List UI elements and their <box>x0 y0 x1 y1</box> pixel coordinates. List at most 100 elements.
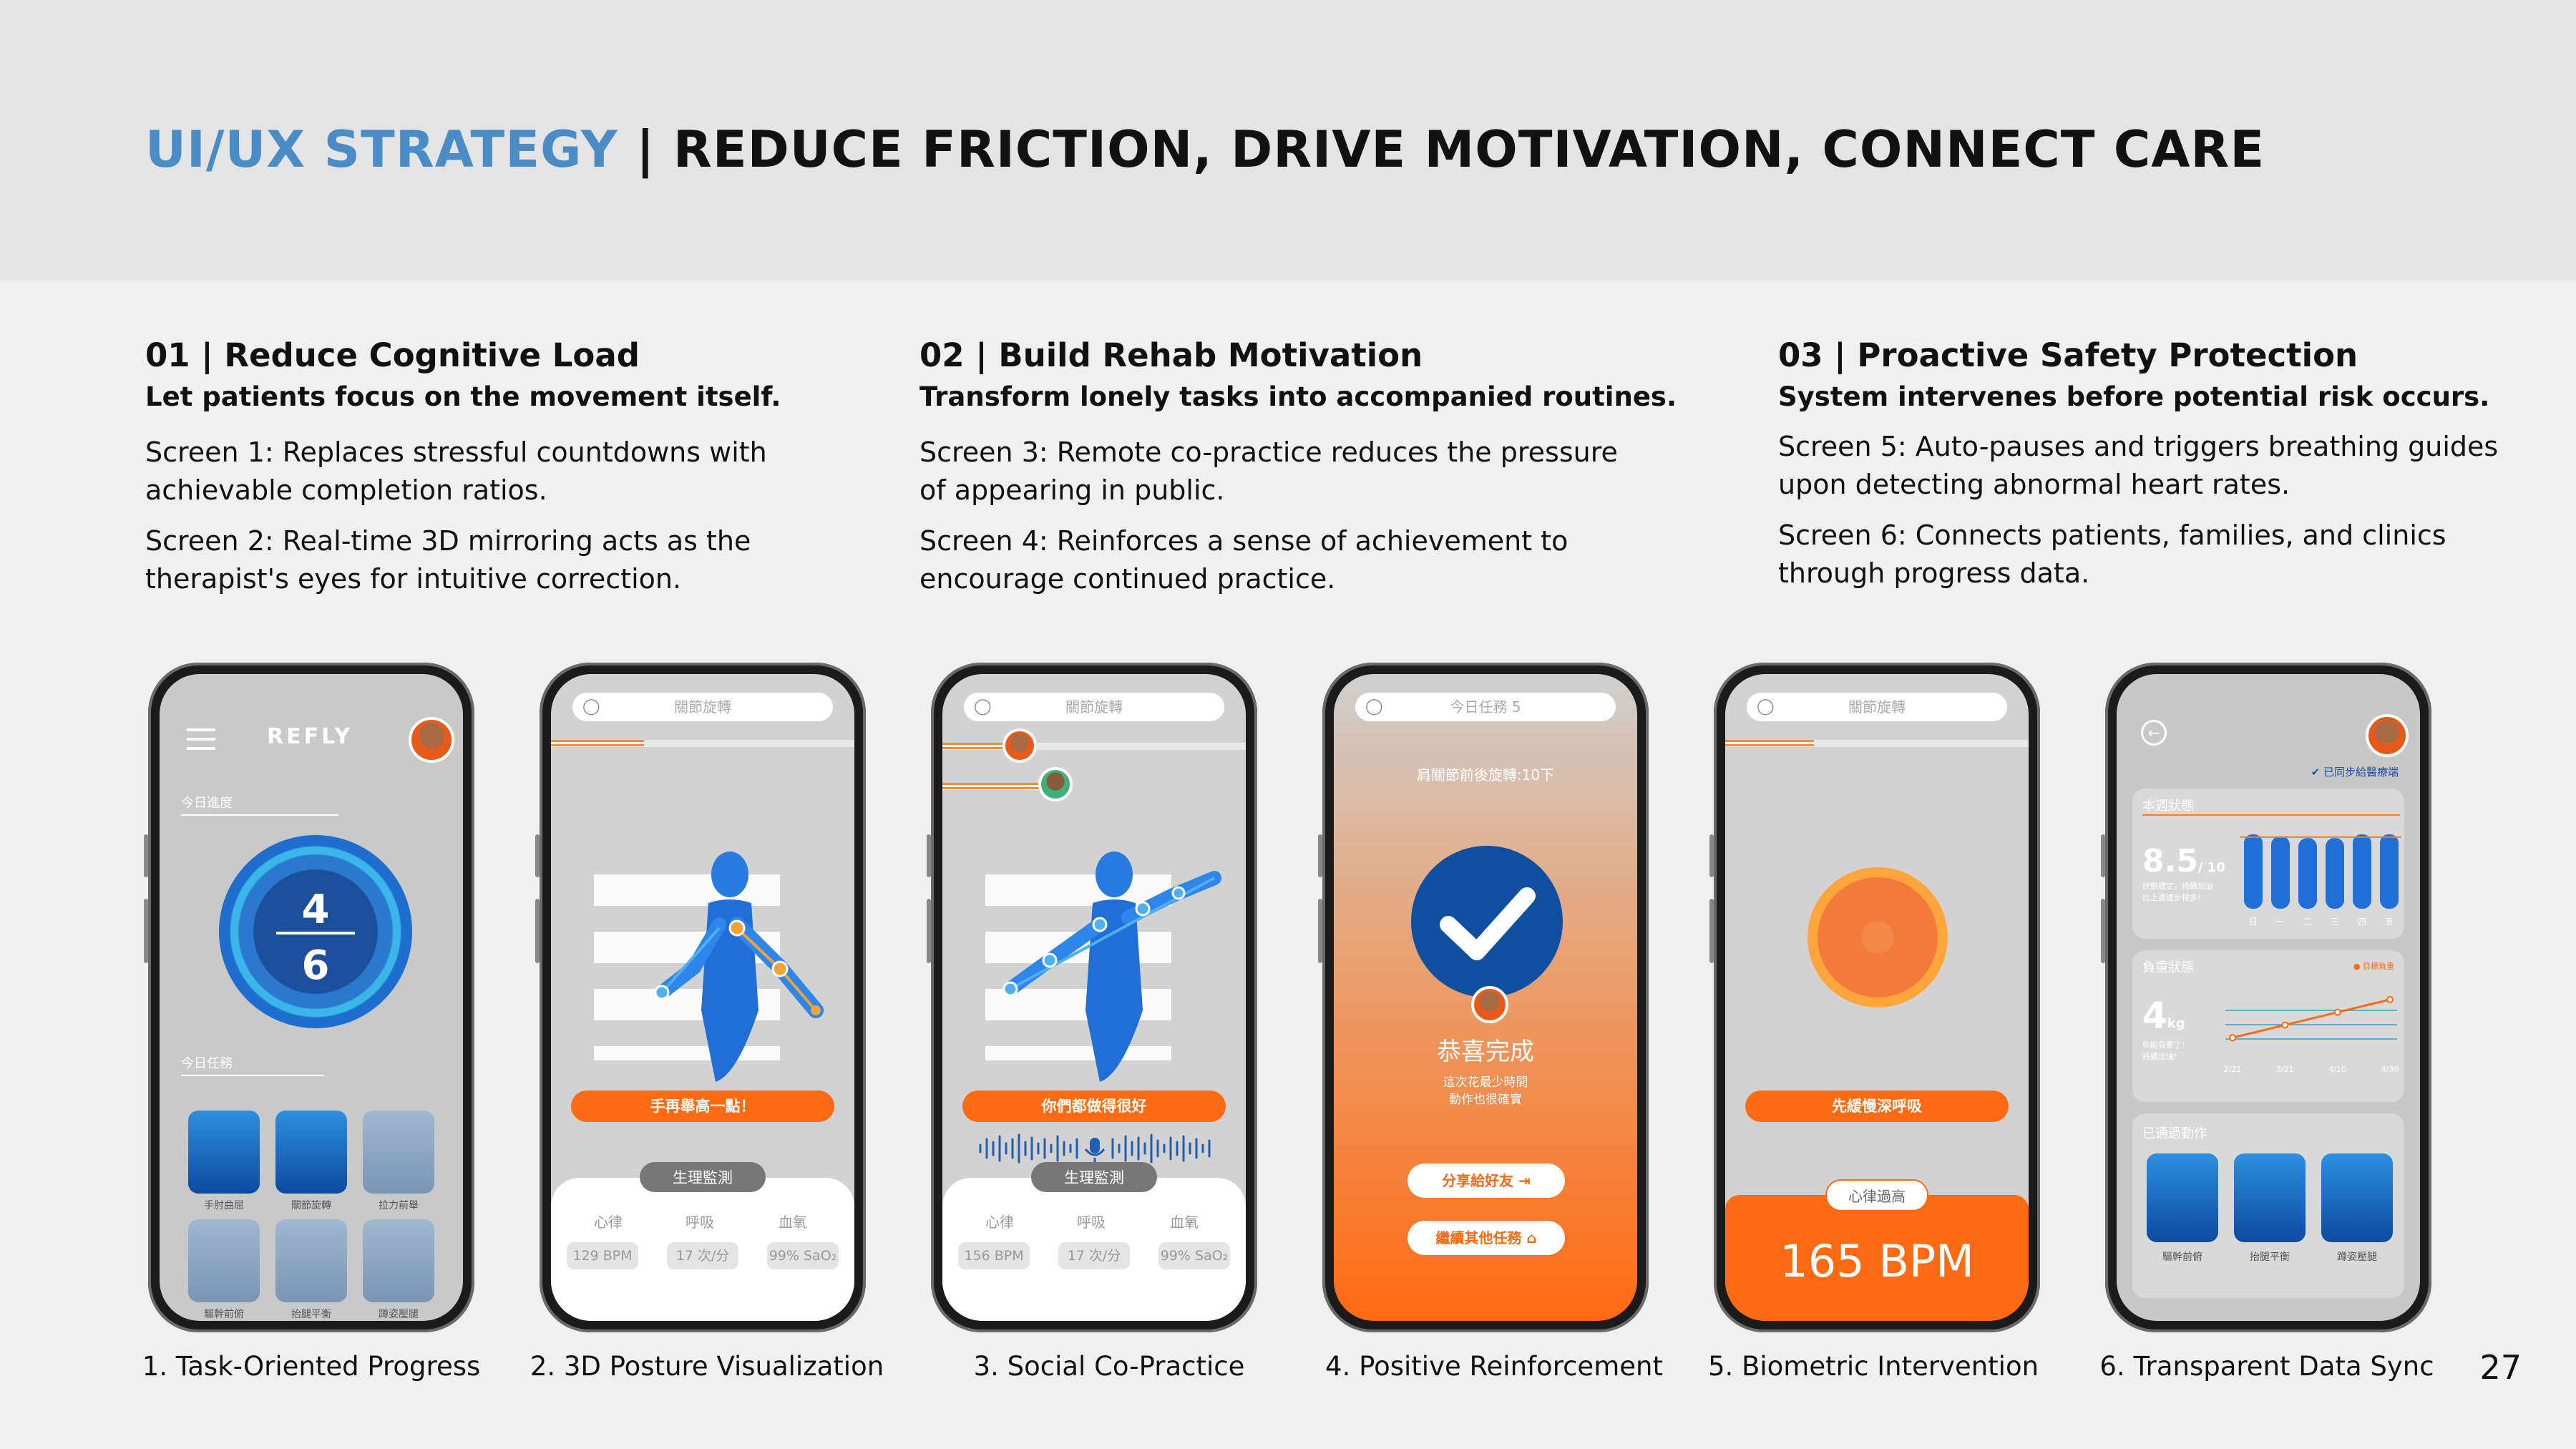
score-unit: / 10 <box>2197 860 2225 875</box>
screen-caption: 4. Positive Reinforcement <box>1325 1351 1663 1382</box>
avatar[interactable] <box>2366 714 2409 757</box>
load-date-label: 4/10 <box>2328 1065 2346 1074</box>
weekly-bar <box>2353 834 2371 909</box>
body-model <box>1002 852 1221 1082</box>
screen-reinforcement: ◯今日任務 5 肩關節前後旋轉:10下 恭喜完成 這次花最少時間 動作也很確實 … <box>1334 674 1637 1321</box>
vital-value: 17 次/分 <box>667 1242 738 1269</box>
screen-task-progress: REFLY 今日進度 4 6 今日任務 手肘曲屈 關節旋轉 拉力前舉 驅幹前俯 … <box>160 674 463 1321</box>
weekly-bar <box>2244 834 2263 909</box>
check-badge <box>1411 846 1563 997</box>
column-subheading: Let patients focus on the movement itsel… <box>145 381 781 412</box>
load-value: 4kg <box>2142 995 2185 1036</box>
column-paragraph: Screen 6: Connects patients, families, a… <box>1778 519 2446 589</box>
load-note: 你能負重了！ <box>2142 1040 2190 1050</box>
home-icon: ⌂ <box>1526 1229 1537 1246</box>
breathing-orb <box>1807 867 1948 1008</box>
vital-value: 129 BPM <box>567 1242 638 1269</box>
share-button[interactable]: 分享給好友 ⇥ <box>1407 1163 1565 1198</box>
screen-social: ◯關節旋轉 你們都做得很好 <box>942 674 1246 1321</box>
task-tile[interactable] <box>363 1219 434 1302</box>
body-model <box>654 852 824 1082</box>
completed-move-tile[interactable] <box>2234 1153 2306 1242</box>
back-icon[interactable]: ◯ <box>1365 698 1383 716</box>
avatar[interactable] <box>409 717 454 763</box>
vital-label: 血氧 <box>779 1214 807 1231</box>
back-icon[interactable]: ◯ <box>974 698 992 716</box>
task-tile[interactable] <box>188 1219 260 1302</box>
column-heading: 01 | Reduce Cognitive Load <box>145 336 640 374</box>
task-tile[interactable] <box>363 1111 434 1194</box>
vital-label: 血氧 <box>1170 1214 1199 1231</box>
task-tile[interactable] <box>275 1111 347 1194</box>
progress-ring: 4 6 <box>219 835 412 1028</box>
completed-move-label: 抬腿平衡 <box>2250 1252 2290 1263</box>
phone-positive-reinforcement: ◯今日任務 5 肩關節前後旋轉:10下 恭喜完成 這次花最少時間 動作也很確實 … <box>1318 663 1649 1332</box>
column-rehab-motivation: 02 | Build Rehab Motivation Transform lo… <box>919 336 1677 598</box>
vital-value: 156 BPM <box>958 1242 1030 1269</box>
score-value: 8.5 <box>2142 843 2198 879</box>
column-cognitive-load: 01 | Reduce Cognitive Load Let patients … <box>145 336 875 598</box>
column-paragraph: Screen 2: Real-time 3D mirroring acts as… <box>145 525 751 595</box>
load-unit: kg <box>2167 1016 2185 1031</box>
task-tile[interactable] <box>275 1219 347 1302</box>
menu-icon[interactable] <box>187 728 215 750</box>
screen-caption: 1. Task-Oriented Progress <box>142 1351 481 1382</box>
encourage-line: 這次花最少時間 <box>1443 1075 1528 1090</box>
load-date-label: 3/21 <box>2276 1065 2294 1074</box>
weekly-day-label: 四 <box>2358 917 2366 927</box>
column-subheading: Transform lonely tasks into accompanied … <box>919 381 1677 412</box>
title-accent: UI/UX STRATEGY <box>145 120 618 179</box>
weekly-bar <box>2271 836 2290 909</box>
column-paragraph: Screen 3: Remote co-practice reduces the… <box>919 436 1618 506</box>
tasks-label: 今日任務 <box>181 1056 233 1071</box>
task-label: 關節旋轉 <box>291 1200 331 1211</box>
heart-rate-value: 165 BPM <box>1780 1235 1974 1287</box>
load-number: 4 <box>2142 995 2167 1036</box>
voice-waveform <box>979 1133 1211 1163</box>
phone-biometric-intervention: ◯關節旋轉 先緩慢深呼吸 心律過高 165 BPM <box>1709 663 2040 1332</box>
check-icon <box>1440 887 1536 960</box>
weekly-bar-chart: 日一二三四五 <box>2240 834 2401 927</box>
load-point <box>2281 1021 2289 1029</box>
score-note: 比上週進步很多！ <box>2142 893 2205 902</box>
screen-caption: 6. Transparent Data Sync <box>2099 1351 2434 1382</box>
sync-status: ✔ 已同步給醫療端 <box>2311 764 2399 779</box>
congrats-text: 恭喜完成 <box>1437 1038 1534 1066</box>
column-heading: 02 | Build Rehab Motivation <box>919 336 1423 374</box>
page-number: 27 <box>2479 1348 2522 1387</box>
back-icon[interactable]: ◯ <box>1757 698 1775 716</box>
card-title: 本週狀態 <box>2142 799 2194 814</box>
heart-rate-alert: 心律過高 <box>1825 1179 1928 1211</box>
page-title: UI/UX STRATEGY | REDUCE FRICTION, DRIVE … <box>145 120 2265 179</box>
weekly-score: 8.5/ 10 <box>2142 843 2225 879</box>
completed-move-tile[interactable] <box>2147 1153 2218 1242</box>
topbar-title: 今日任務 5 <box>1450 698 1521 716</box>
load-point <box>2333 1008 2341 1016</box>
task-label: 抬腿平衡 <box>291 1309 331 1320</box>
back-icon[interactable]: ← <box>2141 720 2167 746</box>
vital-label: 心律 <box>985 1214 1014 1231</box>
phone-data-sync: ← ✔ 已同步給醫療端 本週狀態 8.5/ 10 狀態穩定，持續加油 比上週進步… <box>2101 663 2431 1332</box>
weekly-bar <box>2380 834 2399 909</box>
weekly-bar <box>2298 838 2317 909</box>
load-trend-line <box>2232 998 2391 1039</box>
continue-button[interactable]: 繼續其他任務 ⌂ <box>1407 1221 1565 1255</box>
sync-label: 已同步給醫療端 <box>2323 766 2399 779</box>
load-goal-legend: ● 目標負重 <box>2353 962 2394 971</box>
completed-move-tile[interactable] <box>2321 1153 2393 1242</box>
praise-cue: 你們都做得很好 <box>962 1091 1226 1122</box>
weekly-day-label: 三 <box>2331 917 2339 927</box>
screen-data-sync: ← ✔ 已同步給醫療端 本週狀態 8.5/ 10 狀態穩定，持續加油 比上週進步… <box>2117 674 2420 1321</box>
column-paragraph: Screen 1: Replaces stressful countdowns … <box>145 436 767 506</box>
continue-label: 繼續其他任務 <box>1435 1229 1522 1246</box>
vital-label: 呼吸 <box>686 1214 714 1231</box>
load-date-label: 2/21 <box>2224 1065 2242 1074</box>
weekly-day-label: 日 <box>2249 917 2258 927</box>
task-tile[interactable] <box>188 1111 260 1194</box>
topbar: ◯關節旋轉 <box>1747 693 2007 721</box>
screen-caption: 2. 3D Posture Visualization <box>530 1351 884 1382</box>
back-icon[interactable]: ◯ <box>582 698 600 716</box>
brand-logo: REFLY <box>267 724 353 749</box>
task-label: 拉力前舉 <box>379 1200 419 1211</box>
column-subheading: System intervenes before potential risk … <box>1778 381 2490 412</box>
